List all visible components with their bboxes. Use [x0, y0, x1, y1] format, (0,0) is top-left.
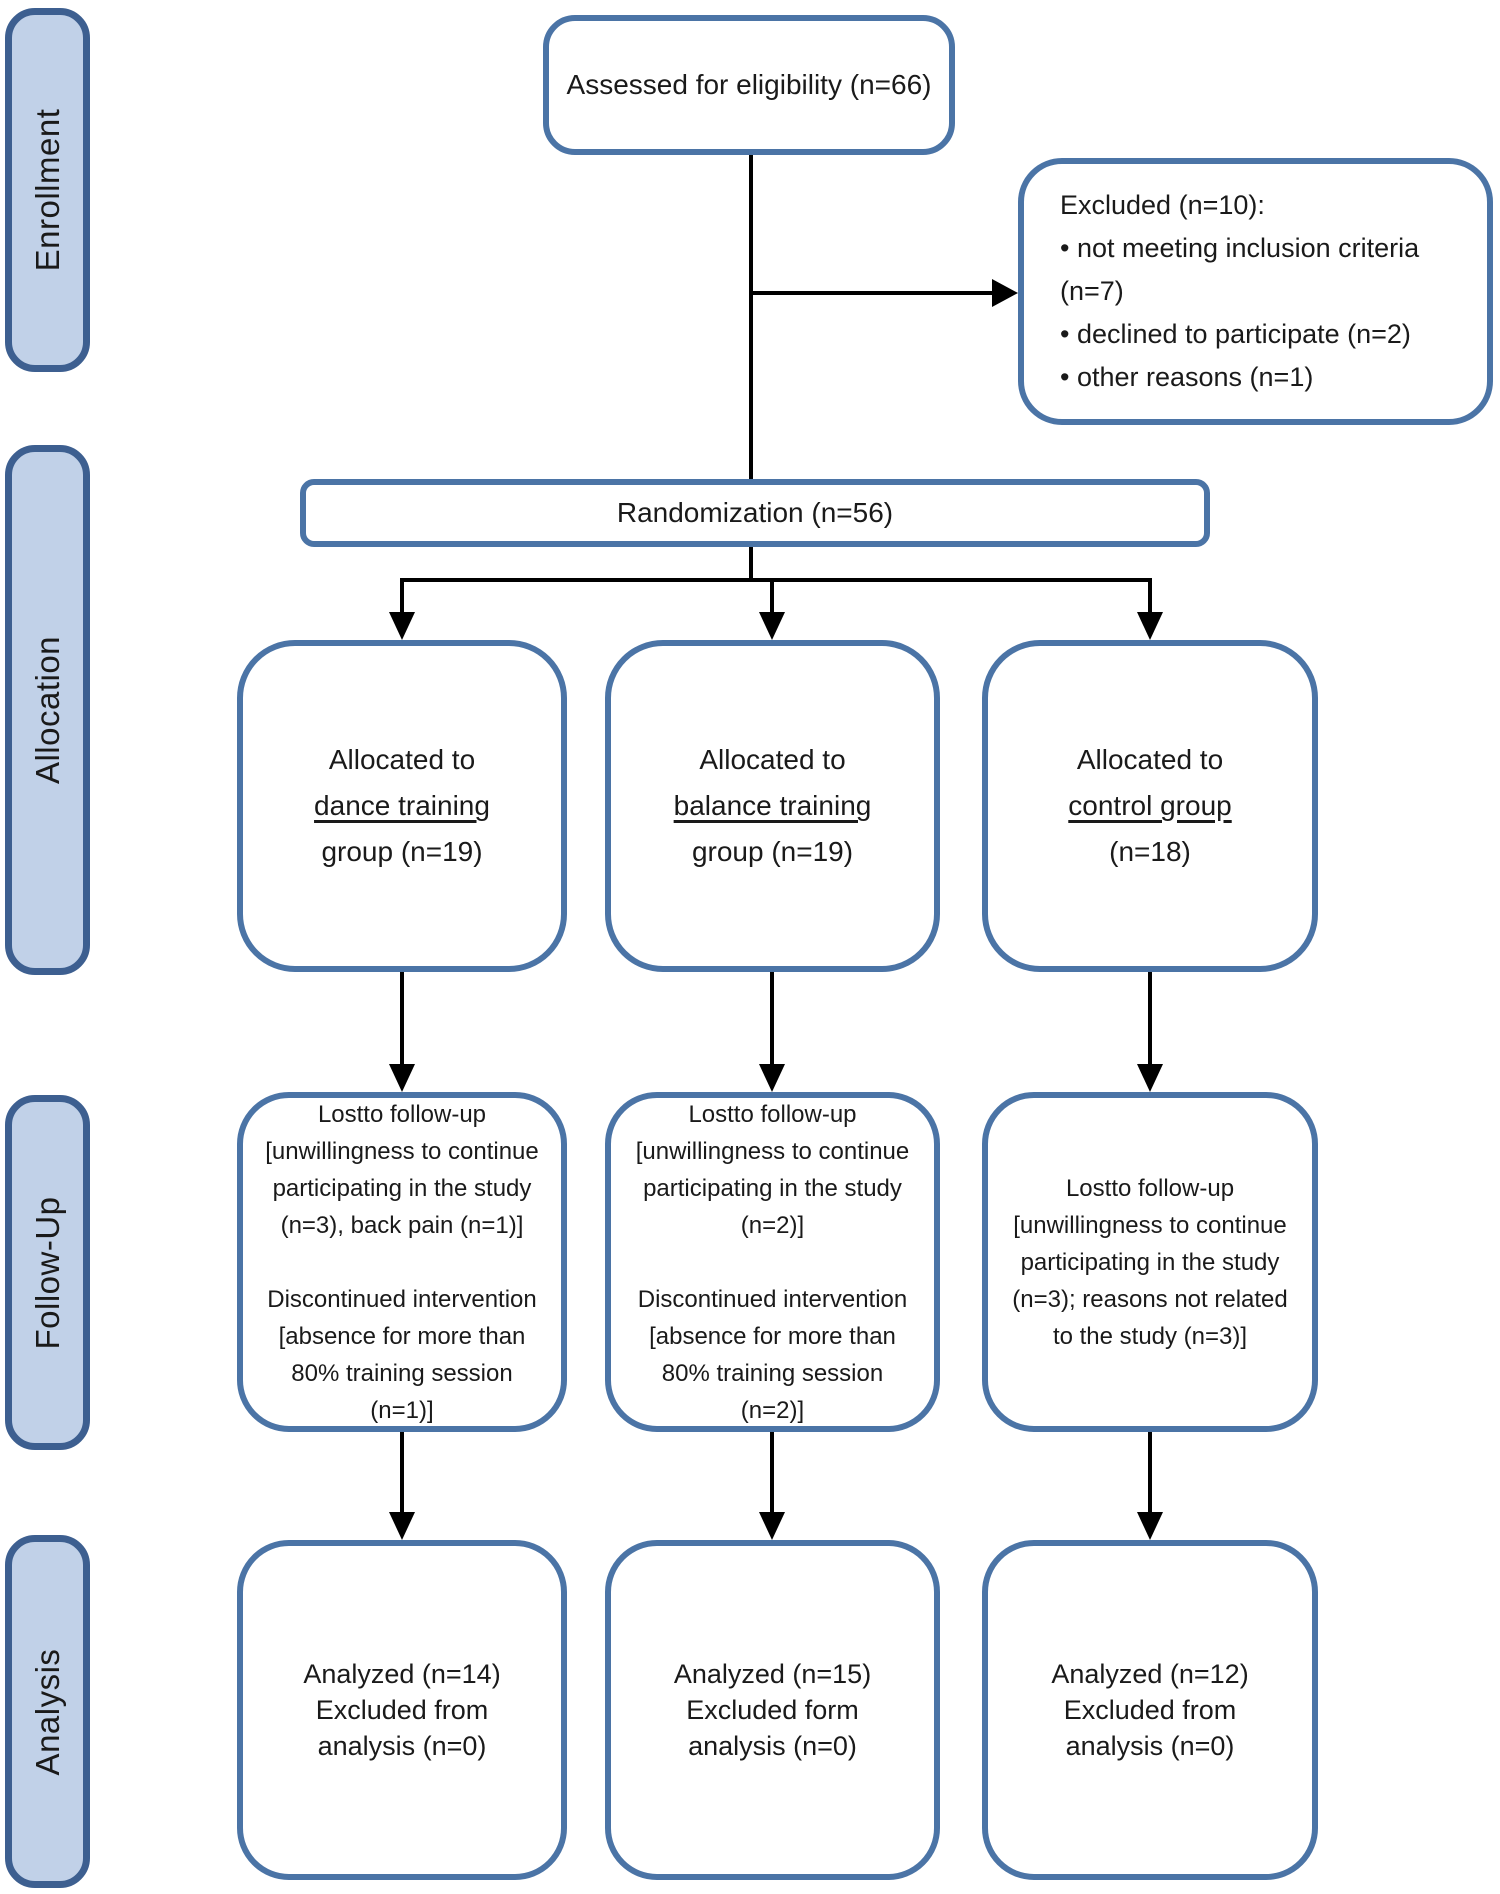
allocation-balance-text: Allocated to balance training group (n=1… — [674, 737, 872, 875]
arrowhead-excluded — [992, 279, 1018, 307]
connector-fu-an-right — [1148, 1432, 1152, 1514]
arrowhead-an-middle — [759, 1512, 785, 1540]
stage-label-analysis: Analysis — [5, 1535, 90, 1888]
followup-box-control: Lostto follow-up [unwillingness to conti… — [982, 1092, 1318, 1432]
randomization-text: Randomization (n=56) — [616, 497, 894, 528]
arrowhead-fu-left — [389, 1064, 415, 1092]
allocation-control-underlined: control group — [1068, 790, 1232, 821]
connector-branch-horizontal — [400, 578, 1150, 582]
arrowhead-fu-middle — [759, 1064, 785, 1092]
connector-branch-middle — [770, 578, 774, 614]
connector-assessed-to-randomization — [749, 155, 753, 479]
analysis-control-text: Analyzed (n=12) Excluded from analysis (… — [1051, 1659, 1249, 1761]
connector-fu-an-left — [400, 1432, 404, 1514]
followup-box-dance: Lostto follow-up [unwillingness to conti… — [237, 1092, 567, 1432]
allocation-box-balance: Allocated to balance training group (n=1… — [605, 640, 940, 972]
connector-to-excluded — [751, 291, 992, 295]
stage-label-allocation-text: Allocation — [28, 635, 66, 785]
connector-randomization-stem — [749, 547, 753, 581]
analysis-box-control: Analyzed (n=12) Excluded from analysis (… — [982, 1540, 1318, 1880]
allocation-dance-text: Allocated to dance training group (n=19) — [314, 737, 490, 875]
excluded-text: Excluded (n=10): • not meeting inclusion… — [1060, 190, 1420, 392]
arrowhead-allocation-left — [389, 612, 415, 640]
connector-branch-right — [1148, 578, 1152, 614]
allocation-balance-line3: group (n=19) — [691, 836, 854, 867]
connector-alloc-fu-left — [400, 972, 404, 1066]
assessed-text: Assessed for eligibility (n=66) — [566, 69, 932, 100]
stage-label-enrollment: Enrollment — [5, 8, 90, 372]
arrowhead-allocation-right — [1137, 612, 1163, 640]
followup-box-balance: Lostto follow-up [unwillingness to conti… — [605, 1092, 940, 1432]
followup-dance-text: Lostto follow-up [unwillingness to conti… — [265, 1100, 539, 1424]
arrowhead-an-left — [389, 1512, 415, 1540]
allocation-dance-underlined: dance training — [314, 790, 490, 821]
connector-alloc-fu-middle — [770, 972, 774, 1066]
followup-balance-text: Lostto follow-up [unwillingness to conti… — [635, 1100, 910, 1424]
allocation-balance-line1: Allocated to — [699, 744, 846, 775]
connector-alloc-fu-right — [1148, 972, 1152, 1066]
stage-label-analysis-text: Analysis — [28, 1648, 66, 1775]
analysis-dance-text: Analyzed (n=14) Excluded from analysis (… — [303, 1659, 501, 1761]
stage-label-followup: Follow-Up — [5, 1095, 90, 1450]
analysis-box-dance: Analyzed (n=14) Excluded from analysis (… — [237, 1540, 567, 1880]
excluded-box: Excluded (n=10): • not meeting inclusion… — [1018, 158, 1493, 425]
connector-fu-an-middle — [770, 1432, 774, 1514]
allocation-box-control: Allocated to control group (n=18) — [982, 640, 1318, 972]
arrowhead-allocation-middle — [759, 612, 785, 640]
allocation-control-line3: (n=18) — [1109, 836, 1191, 867]
allocation-box-dance: Allocated to dance training group (n=19) — [237, 640, 567, 972]
analysis-box-balance: Analyzed (n=15) Excluded form analysis (… — [605, 1540, 940, 1880]
arrowhead-an-right — [1137, 1512, 1163, 1540]
allocation-control-line1: Allocated to — [1076, 744, 1224, 775]
stage-label-followup-text: Follow-Up — [28, 1195, 66, 1350]
stage-label-allocation: Allocation — [5, 445, 90, 975]
analysis-balance-text: Analyzed (n=15) Excluded form analysis (… — [673, 1659, 872, 1761]
allocation-balance-underlined: balance training — [673, 790, 872, 821]
followup-control-text: Lostto follow-up [unwillingness to conti… — [1012, 1174, 1288, 1350]
assessed-box: Assessed for eligibility (n=66) — [543, 15, 955, 155]
allocation-control-text: Allocated to control group (n=18) — [1068, 737, 1231, 875]
arrowhead-fu-right — [1137, 1064, 1163, 1092]
stage-label-enrollment-text: Enrollment — [28, 108, 66, 272]
connector-branch-left — [400, 578, 404, 614]
allocation-dance-line1: Allocated to — [328, 744, 476, 775]
randomization-box: Randomization (n=56) — [300, 479, 1210, 547]
allocation-dance-line3: group (n=19) — [321, 836, 483, 867]
